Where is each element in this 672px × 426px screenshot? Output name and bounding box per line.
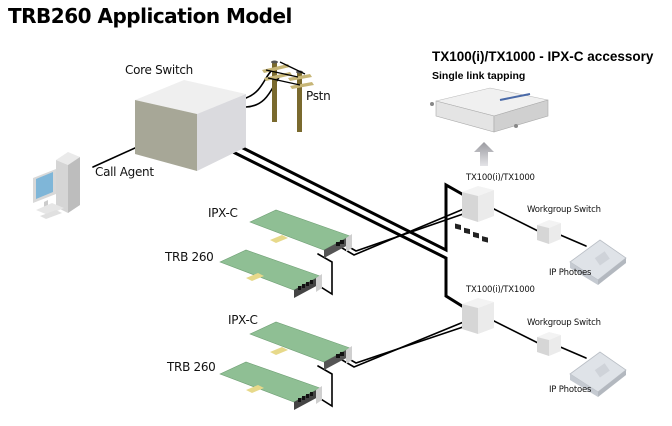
phone-bottom-label: IP Photoes [549,385,592,395]
ip-phone-bottom-icon [569,351,627,397]
ipxc-card-bottom [249,321,352,370]
trb-bottom-label: TRB 260 [167,360,216,374]
accessory-title: TX100(i)/TX1000 - IPX-C accessory [432,49,654,64]
link-ipxc-trb-top [315,253,333,296]
tap-accessory-device-image [430,87,549,243]
workgroup-switch-bottom [537,332,561,356]
ip-phone-top-icon [569,239,627,285]
ipxc-bottom-label: IPX-C [228,313,258,327]
diagram-title: TRB260 Application Model [8,4,292,28]
up-arrow-icon [474,142,494,166]
ipxc-card-top [249,209,352,258]
ipxc-top-label: IPX-C [208,206,238,220]
phone-top-label: IP Photoes [549,268,592,278]
tap-top-label: TX100(i)/TX1000 [466,173,535,183]
core-switch-label: Core Switch [125,63,193,77]
call-agent-label: Call Agent [95,165,154,179]
link-core-pstn-2 [245,75,281,108]
pstn-label: Pstn [306,89,331,103]
link-tap-wg-bottom [491,319,541,345]
link-wg-phone-top [557,233,587,247]
accessory-subtitle: Single link tapping [432,70,526,82]
workgroup-switch-top [537,220,561,244]
call-agent-computer-icon [33,152,80,219]
trb-top-label: TRB 260 [165,250,214,264]
trb260-card-bottom [219,361,322,410]
link-ipxc-tap-top-a [336,207,467,256]
trb260-card-top [219,249,322,298]
link-ipxc-tap-bottom-a [336,320,467,368]
pstn-icon [262,60,314,132]
link-ipxc-trb-bottom [315,365,333,408]
tap-bottom-label: TX100(i)/TX1000 [466,285,535,295]
link-wg-phone-bottom [557,345,587,359]
link-core-pstn-1 [245,69,273,99]
link-core-tap-bottom [213,141,464,308]
tap-device-top [462,186,494,222]
core-switch [135,80,246,171]
link-ipxc-tap-bottom-b [341,325,467,364]
workgroup-bottom-label: Workgroup Switch [527,318,601,328]
link-core-tap-top [213,132,464,253]
workgroup-top-label: Workgroup Switch [527,205,601,215]
link-tap-wg-top [491,207,541,233]
tap-device-bottom [462,298,494,334]
